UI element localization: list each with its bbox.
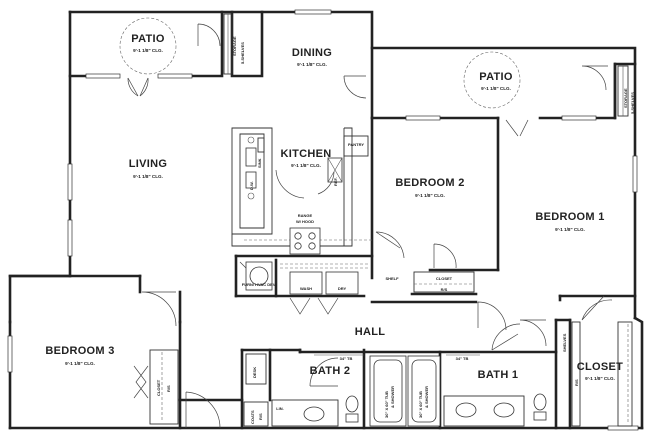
patio-left-ceiling: 9'-1 1/8" CLG.: [133, 48, 163, 53]
closets: [149, 271, 633, 427]
kitchen-layout: [231, 127, 372, 255]
shelves-right-label: 5-SHELVES: [630, 92, 635, 114]
closet-b2-label: CLOSET: [436, 276, 453, 281]
interior-walls: [8, 116, 637, 430]
hood-label: W/ HOOD: [296, 219, 314, 224]
storage-right-label: STORAGE: [623, 88, 628, 108]
hall-label: HALL: [355, 326, 386, 338]
shelf-label: SHELF: [385, 276, 399, 281]
lin-label: LIN.: [276, 406, 284, 411]
range-label: RANGE: [298, 213, 313, 218]
bath-fixtures: [271, 355, 547, 427]
closet-master-ceiling: 9'-1 1/8" CLG.: [585, 376, 615, 381]
bedroom2-label: BEDROOM 2: [395, 177, 464, 189]
storage-units: [223, 13, 629, 117]
bath2-label: BATH 2: [310, 365, 351, 377]
storage-left-label: STORAGE: [232, 36, 237, 56]
shelves-left-label: 5-SHELVES: [240, 42, 245, 64]
bedroom1-label: BEDROOM 1: [535, 211, 604, 223]
patio-left-label: PATIO: [131, 33, 165, 45]
kitchen-label: KITCHEN: [281, 148, 332, 160]
room-labels: PATIO 9'-1 1/8" CLG. DINING 9'-1 1/8" CL…: [45, 33, 623, 381]
sink-label: SINK: [257, 158, 262, 168]
rs-b2-label: R/S: [441, 287, 448, 292]
rs-b3-label: R/S: [166, 385, 171, 392]
tub1b-label: & SHOWER: [390, 386, 395, 408]
shelves-mb-label: SHELVES: [562, 333, 567, 352]
patio-circles: [119, 17, 521, 109]
closet-b3-label: CLOSET: [156, 379, 161, 396]
bath1-label: BATH 1: [478, 369, 519, 381]
closet-master-label: CLOSET: [577, 361, 623, 373]
rs-mb-label: R/S: [574, 379, 579, 386]
bedroom3-label: BEDROOM 3: [45, 345, 114, 357]
dry-label: DRY: [338, 286, 347, 291]
coats-label: COATS: [250, 410, 255, 424]
ref-label: REF.: [333, 177, 338, 186]
dw-label: D.W.: [249, 181, 254, 190]
living-ceiling: 9'-1 1/8" CLG.: [133, 174, 163, 179]
bedroom3-ceiling: 9'-1 1/8" CLG.: [65, 361, 95, 366]
kitchen-ceiling: 9'-1 1/8" CLG.: [291, 163, 321, 168]
furnace-label: FURN/ HVAC DEV.: [242, 282, 276, 287]
wash-label: WASH: [300, 286, 312, 291]
bedroom2-ceiling: 9'-1 1/8" CLG.: [415, 193, 445, 198]
tub2b-label: & SHOWER: [424, 386, 429, 408]
dining-ceiling: 9'-1 1/8" CLG.: [297, 62, 327, 67]
laundry-area: [245, 261, 370, 295]
patio-right-label: PATIO: [479, 71, 513, 83]
dim-left-label: 34" TB: [340, 356, 353, 361]
pantry-label: PANTRY: [348, 142, 364, 147]
tub1-label: 30" X 60" TUB: [384, 391, 389, 418]
bedroom1-ceiling: 9'-1 1/8" CLG.: [555, 227, 585, 232]
patio-walls: [68, 10, 637, 120]
patio-right-ceiling: 9'-1 1/8" CLG.: [481, 86, 511, 91]
windows: [7, 9, 639, 431]
living-label: LIVING: [129, 158, 167, 170]
dining-label: DINING: [292, 47, 332, 59]
fixture-labels: STORAGE 5-SHELVES STORAGE 5-SHELVES PANT…: [156, 36, 635, 424]
tub2-label: 30" X 60" TUB: [418, 391, 423, 418]
desk-label: DESK: [252, 367, 257, 378]
dim-right-label: 34" TB: [456, 356, 469, 361]
rs-coats-label: R/S: [258, 413, 263, 420]
doors: [127, 23, 613, 429]
